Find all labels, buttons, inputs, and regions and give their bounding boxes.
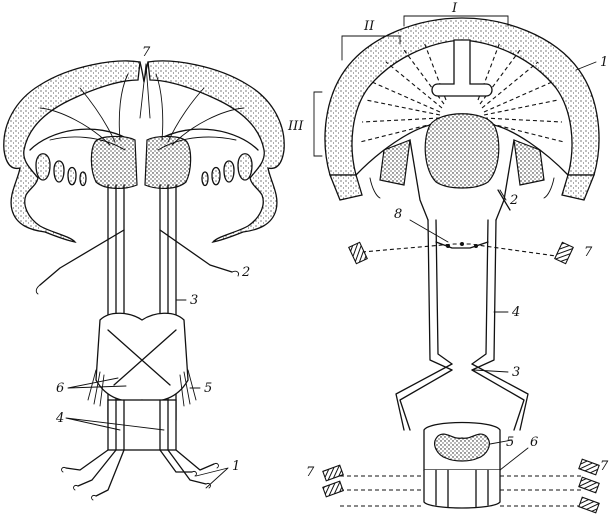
right-label-6: 6 <box>530 435 538 450</box>
right-spinal-column <box>423 470 501 509</box>
right-capsule <box>355 124 569 221</box>
right-ventricle <box>431 39 493 97</box>
left-label-3: 3 <box>190 293 198 308</box>
left-brain-figure: 7 2 3 6 5 4 1 <box>3 45 285 501</box>
right-grey-matter <box>434 433 490 462</box>
right-label-7-upper: 7 <box>584 245 593 260</box>
right-label-2: 2 <box>509 193 518 208</box>
right-label-III: III <box>287 119 304 134</box>
right-bracket-III <box>313 91 323 157</box>
right-brain-figure: II I 1 III 2 8 7 4 3 5 6 7 7 <box>287 1 609 514</box>
left-lower-column <box>107 399 177 451</box>
left-label-1: 1 <box>232 459 240 474</box>
left-leaders <box>65 63 229 489</box>
left-label-4: 4 <box>55 411 64 426</box>
right-label-3: 3 <box>512 365 520 380</box>
right-coil-upper-left <box>348 241 368 265</box>
right-coil-lower-r2 <box>578 476 600 494</box>
right-wedge-right <box>513 139 545 186</box>
right-coil-lower-l1 <box>322 464 344 482</box>
right-coil-upper-right <box>554 241 574 265</box>
left-decussation <box>107 329 177 386</box>
right-lower-nerves <box>340 475 584 507</box>
right-wedge-left <box>379 139 411 186</box>
left-nucleus-b <box>144 135 192 189</box>
right-coil-lower-r3 <box>578 496 600 514</box>
left-cortex-right <box>147 60 285 243</box>
right-label-II: II <box>363 19 375 34</box>
right-leaders <box>409 61 597 471</box>
right-bracket-II <box>341 35 401 61</box>
right-coil-lower-l2 <box>322 480 344 498</box>
right-bracket-I <box>403 15 509 27</box>
right-thalamus <box>424 113 500 189</box>
right-label-I: I <box>451 1 458 16</box>
right-label-8: 8 <box>394 207 402 222</box>
left-cortex <box>3 60 141 243</box>
right-gyri-left <box>329 174 363 201</box>
left-gyri <box>35 153 253 187</box>
right-label-1: 1 <box>600 55 608 70</box>
right-label-7-lower-left: 7 <box>306 465 315 480</box>
right-label-4: 4 <box>511 305 520 320</box>
left-fringes <box>87 369 197 407</box>
right-tracts <box>395 219 529 431</box>
left-inner-arc <box>29 128 259 151</box>
left-terminals <box>61 449 219 501</box>
right-coil-lower-r1 <box>578 458 600 476</box>
right-upper-dashed <box>361 243 557 257</box>
right-gyri-right <box>561 174 595 201</box>
left-nucleus-a <box>90 135 138 189</box>
left-label-7: 7 <box>142 45 151 60</box>
right-label-5: 5 <box>506 435 514 450</box>
left-label-6: 6 <box>56 381 64 396</box>
left-label-2: 2 <box>241 265 250 280</box>
left-radiations <box>39 73 245 151</box>
left-brainstem <box>95 312 189 402</box>
right-radiations <box>359 41 565 143</box>
right-label-7-lower-right: 7 <box>600 459 609 474</box>
left-label-5: 5 <box>204 381 212 396</box>
